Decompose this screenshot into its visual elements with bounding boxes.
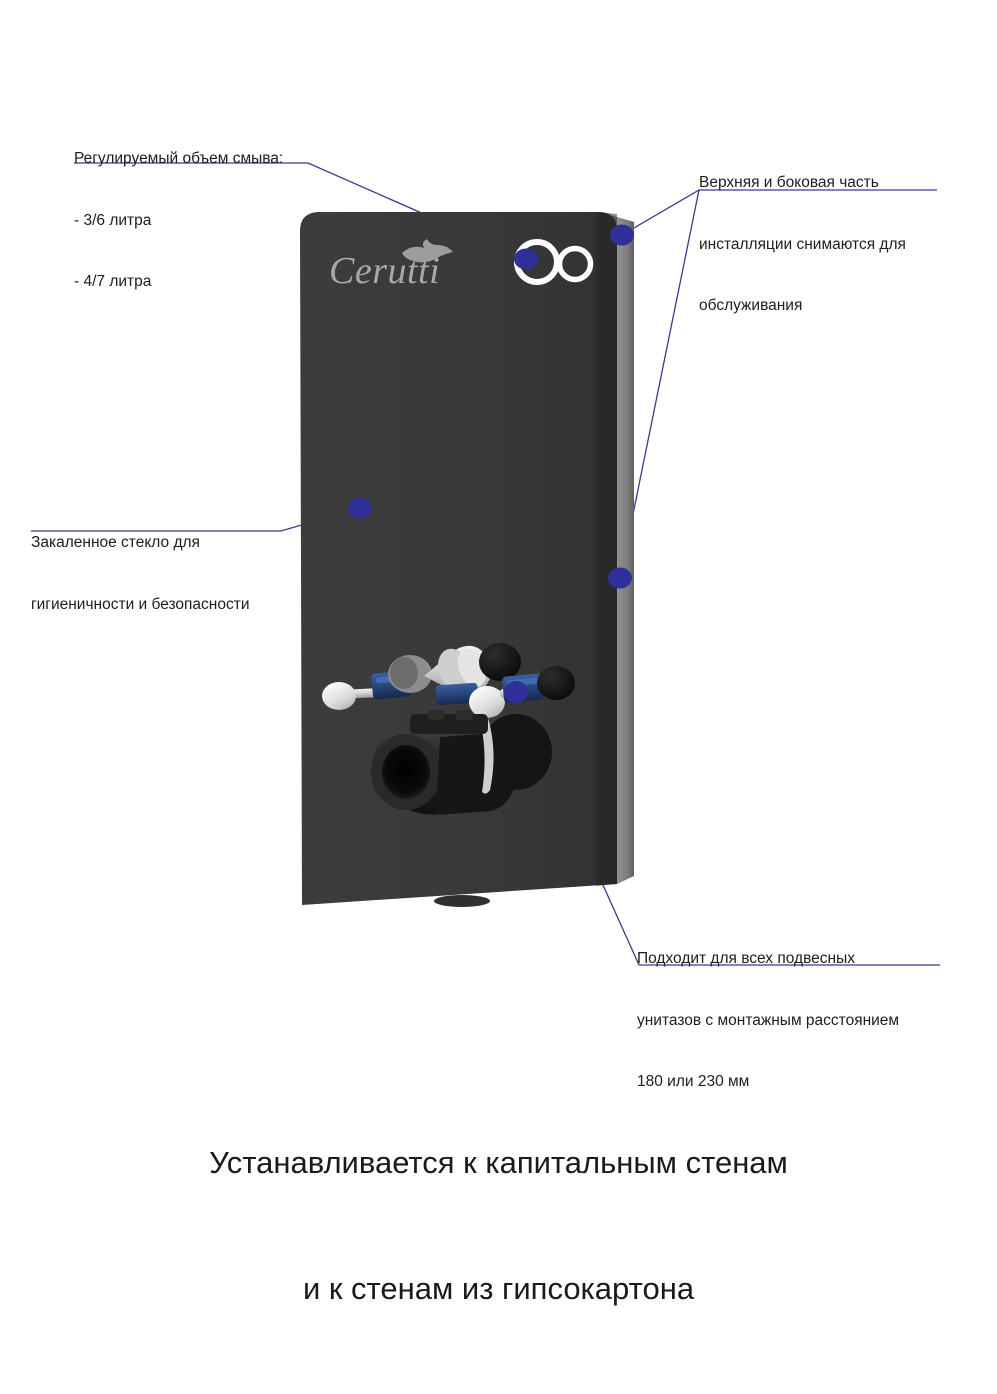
- left-stud-cap: [322, 682, 356, 710]
- face-edge-shadow: [596, 212, 617, 886]
- annotation-toilet-fit-line-3: 180 или 230 мм: [637, 1073, 750, 1090]
- dot-bracket: [504, 681, 528, 703]
- pipe-collar: [410, 714, 488, 734]
- annotation-service-access-line-1: Верхняя и боковая часть: [699, 174, 879, 191]
- dot-flush-button: [514, 248, 538, 270]
- bird-emblem-icon: PA: [402, 239, 453, 263]
- product-illustration: Cerutti PA: [31, 162, 940, 966]
- bottom-caption-line-1: Устанавливается к капитальным стенам: [209, 1145, 788, 1180]
- plumbing-assembly: [322, 643, 575, 815]
- waste-pipe-bore: [382, 745, 430, 799]
- annotation-service-access-line-3: обслуживания: [699, 297, 803, 314]
- annotation-toilet-fit-line-2: унитазов с монтажным расстоянием: [637, 1011, 900, 1029]
- dot-top-corner: [610, 224, 634, 246]
- pipe-collar-tab2: [456, 710, 472, 720]
- product-diagram: Cerutti PA: [31, 108, 940, 1306]
- bottom-caption-line-2: и к стенам из гипсокартона: [302, 1271, 695, 1306]
- annotation-tempered-glass: Закаленное стекло для гигиеничности и бе…: [31, 492, 249, 656]
- annotation-tempered-glass-line-2: гигиеничности и безопасности: [31, 595, 250, 613]
- bottom-caption: Устанавливается к капитальным стенам и к…: [0, 1058, 997, 1394]
- pipe-collar-tab: [428, 710, 444, 720]
- pipe-dark-sphere: [480, 714, 552, 790]
- gray-elbow-face: [390, 657, 418, 689]
- base-nub: [434, 895, 490, 907]
- flush-button-half: [556, 245, 594, 283]
- chrome-cylinder: [424, 645, 492, 696]
- annotation-service-access-line-2: инсталляции снимаются для: [699, 235, 906, 253]
- dark-cap-top: [479, 643, 521, 681]
- annotation-tempered-glass-line-1: Закаленное стекло для: [31, 534, 200, 551]
- annotation-toilet-fit: Подходит для всех подвесных унитазов с м…: [637, 908, 899, 1134]
- brand-logo: Cerutti PA: [329, 239, 453, 292]
- installation-unit: Cerutti PA: [300, 212, 634, 907]
- svg-text:PA: PA: [424, 242, 435, 252]
- annotation-toilet-fit-line-1: Подходит для всех подвесных: [637, 950, 855, 967]
- right-stud-cap: [469, 686, 505, 718]
- pipe-white-highlight: [480, 718, 494, 794]
- annotation-flush-volume-line-2: - 3/6 литра: [74, 211, 152, 229]
- dark-cap-right: [537, 666, 575, 700]
- dot-side-panel: [608, 567, 632, 589]
- dot-glass-face: [348, 497, 372, 519]
- waste-pipe: [371, 710, 552, 815]
- annotation-service-access: Верхняя и боковая часть инсталляции сним…: [699, 132, 906, 358]
- callout-dots: [348, 224, 634, 703]
- annotation-flush-volume-line-1: Регулируемый объем смыва:: [74, 150, 284, 167]
- bracket-center: [435, 682, 479, 706]
- annotation-flush-volume-line-3: - 4/7 литра: [74, 273, 152, 290]
- annotation-flush-volume: Регулируемый объем смыва: - 3/6 литра - …: [74, 108, 283, 334]
